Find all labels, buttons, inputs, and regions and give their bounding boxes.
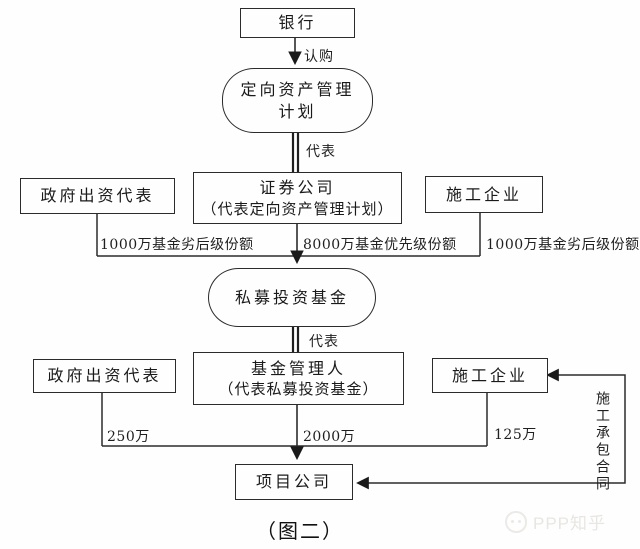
node-private-fund-label: 私募投资基金 xyxy=(234,287,349,307)
node-bank: 银行 xyxy=(240,8,355,38)
edge-construction-contract xyxy=(356,368,626,490)
node-construction-enterprise-bottom: 施工企业 xyxy=(432,358,548,393)
node-securities-company: 证券公司 （代表定向资产管理计划） xyxy=(193,172,402,224)
node-securities-company-line1: 证券公司 xyxy=(259,178,336,198)
node-government-rep-bottom-label: 政府出资代表 xyxy=(47,366,162,386)
label-right-share: 1000万基金劣后级份额 xyxy=(486,237,640,253)
watermark: PPP知乎 xyxy=(505,509,606,534)
label-subscribe: 认购 xyxy=(304,49,334,65)
watermark-text: PPP知乎 xyxy=(533,514,607,533)
label-represent-top: 代表 xyxy=(306,144,336,160)
label-mid-amount: 2000万 xyxy=(303,429,356,445)
node-fund-manager: 基金管理人 （代表私募投资基金） xyxy=(193,352,404,405)
node-construction-enterprise-top-label: 施工企业 xyxy=(445,184,522,204)
label-represent-bottom: 代表 xyxy=(309,334,339,350)
node-government-rep-bottom: 政府出资代表 xyxy=(33,359,176,393)
node-private-fund: 私募投资基金 xyxy=(208,268,376,327)
watermark-logo-icon xyxy=(505,510,527,533)
node-fund-manager-line1: 基金管理人 xyxy=(250,358,346,378)
node-construction-enterprise-bottom-label: 施工企业 xyxy=(451,365,528,385)
label-mid-share: 8000万基金优先级份额 xyxy=(303,237,457,253)
node-targeted-asset-plan: 定向资产管理 计划 xyxy=(222,68,373,133)
node-government-rep-top-label: 政府出资代表 xyxy=(40,186,155,206)
figure-caption: （图二） xyxy=(256,519,344,543)
node-government-rep-top: 政府出资代表 xyxy=(20,178,175,214)
label-left-amount: 250万 xyxy=(107,429,150,445)
node-project-company-label: 项目公司 xyxy=(255,472,332,492)
label-right-amount: 125万 xyxy=(494,427,537,443)
node-fund-manager-line2: （代表私募投资基金） xyxy=(218,380,379,399)
label-construction-contract: 施工承包合同 xyxy=(594,391,610,493)
node-targeted-asset-plan-line1: 定向资产管理 xyxy=(240,79,355,99)
label-left-share: 1000万基金劣后级份额 xyxy=(100,237,254,253)
node-securities-company-line2: （代表定向资产管理计划） xyxy=(201,199,394,218)
node-bank-label: 银行 xyxy=(278,13,317,33)
node-construction-enterprise-top: 施工企业 xyxy=(425,176,543,213)
node-targeted-asset-plan-line2: 计划 xyxy=(278,101,317,121)
node-project-company: 项目公司 xyxy=(235,464,353,500)
